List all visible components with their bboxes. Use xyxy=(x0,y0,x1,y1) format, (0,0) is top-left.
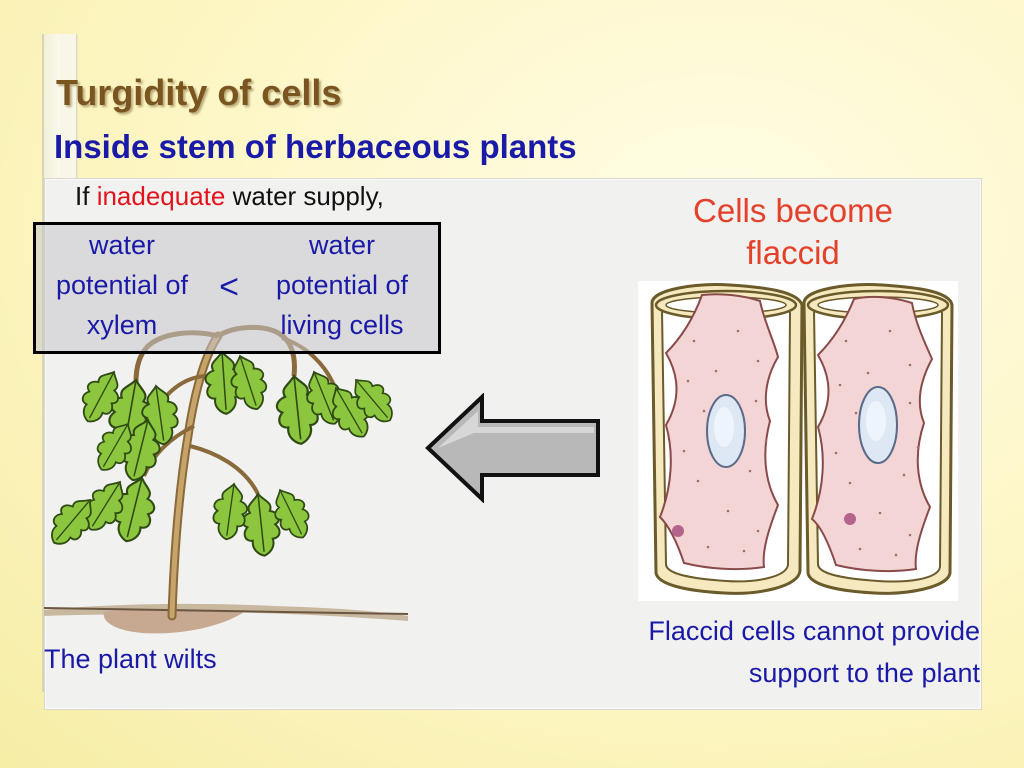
xylem-water-potential: water potential of xylem xyxy=(36,225,208,345)
flaccid-heading-line-1: Cells become xyxy=(693,192,893,229)
flaccid-caption-line-2: support to the plant xyxy=(748,658,980,688)
xylem-line-2: potential of xyxy=(55,270,189,300)
condition-highlight: inadequate xyxy=(96,181,226,211)
condition-suffix: water supply, xyxy=(232,181,384,211)
less-than-symbol: < xyxy=(219,268,239,306)
xylem-line-3: xylem xyxy=(86,310,158,340)
xylem-line-1: water xyxy=(88,230,156,260)
slide-subtitle: Inside stem of herbaceous plants xyxy=(54,128,577,165)
cells-become-flaccid-heading: Cells become flaccid xyxy=(640,190,946,274)
flaccid-heading-line-2: flaccid xyxy=(746,234,840,271)
cells-line-1: water xyxy=(308,230,376,260)
condition-prefix: If xyxy=(75,181,90,211)
plant-wilts-caption: The plant wilts xyxy=(44,644,217,674)
left-arrow-icon xyxy=(425,393,600,503)
living-cells-water-potential: water potential of living cells xyxy=(250,225,434,345)
flaccid-caption-line-1: Flaccid cells cannot provide xyxy=(648,616,980,646)
water-potential-comparison: water potential of xylem < water potenti… xyxy=(33,222,441,354)
condition-text: If inadequate water supply, xyxy=(75,181,384,212)
flaccid-cells-caption: Flaccid cells cannot provide support to … xyxy=(540,610,980,694)
wilted-plant-illustration xyxy=(44,324,408,634)
slide-title: Turgidity of cells xyxy=(56,72,342,113)
cells-line-3: living cells xyxy=(280,310,404,340)
cells-line-2: potential of xyxy=(275,270,409,300)
flaccid-plant-cells-illustration xyxy=(638,281,958,601)
